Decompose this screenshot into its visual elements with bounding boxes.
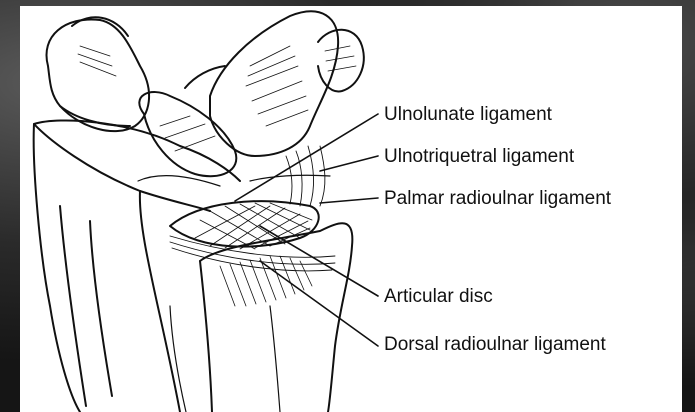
pisiform-bone xyxy=(318,30,364,92)
label-ulnotriquetral-ligament: Ulnotriquetral ligament xyxy=(384,146,574,168)
label-palmar-radioulnar-ligament: Palmar radioulnar ligament xyxy=(384,188,611,210)
leader-articular-disc xyxy=(260,226,378,296)
leader-ulnotriquetral xyxy=(320,156,378,171)
label-ulnolunate-ligament: Ulnolunate ligament xyxy=(384,104,552,126)
triquetrum-bone xyxy=(210,11,338,156)
leader-dorsal-radioulnar xyxy=(260,261,378,346)
leader-ulnolunate xyxy=(235,114,378,201)
articular-disc xyxy=(170,201,319,246)
label-articular-disc: Articular disc xyxy=(384,286,493,308)
ulna-head xyxy=(200,223,352,412)
scaphoid-bone xyxy=(47,19,150,131)
label-dorsal-radioulnar-ligament: Dorsal radioulnar ligament xyxy=(384,334,606,356)
leader-palmar-radioulnar xyxy=(320,198,378,203)
